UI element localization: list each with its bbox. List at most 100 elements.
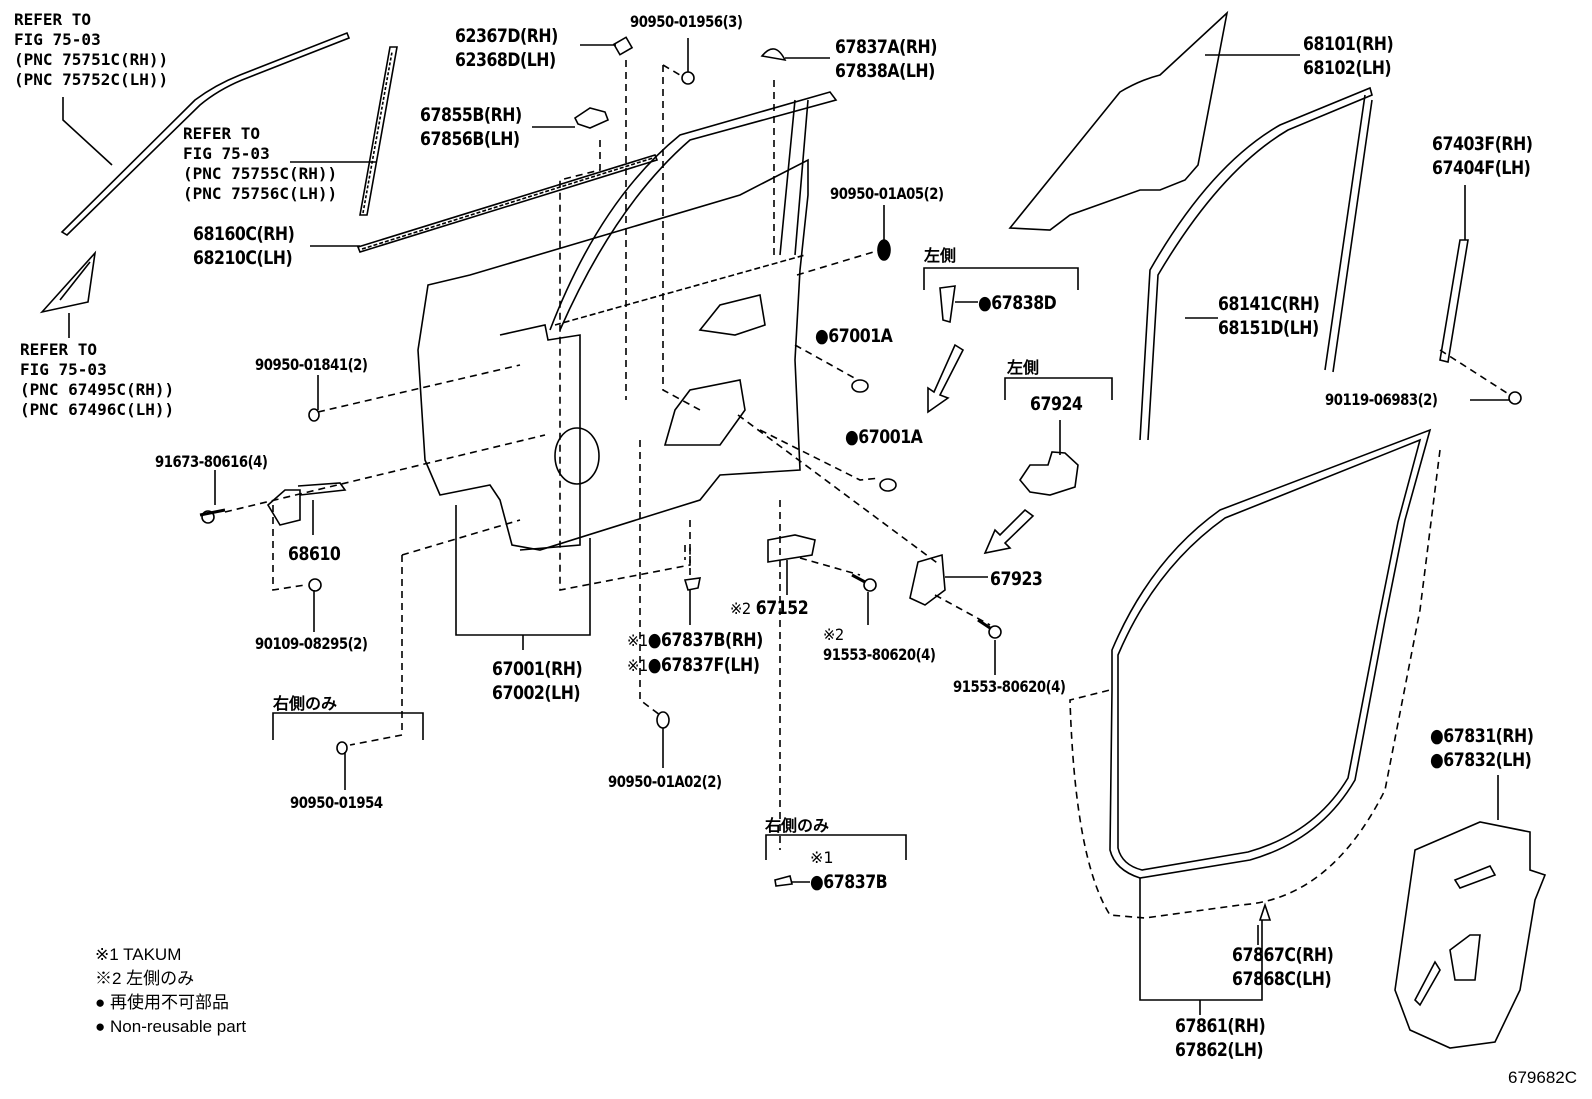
part-label-68101[interactable]: 68101(RH) 68102(LH) xyxy=(1303,32,1394,80)
refer-note-line: (PNC 75751C(RH)) xyxy=(14,50,169,69)
part-label-67837B[interactable]: ※167837B(RH) ※167837F(LH) xyxy=(627,628,763,678)
upper-moulding xyxy=(60,31,351,237)
part-number-rh: 67403F(RH) xyxy=(1432,133,1533,155)
part-number-rh: 68160C(RH) xyxy=(193,223,295,245)
direction-arrow xyxy=(983,508,1035,555)
refer-note-mirror-corner: REFER TO FIG 75-03 (PNC 67495C(RH)) (PNC… xyxy=(20,340,174,420)
part-number: 67001A xyxy=(828,325,893,347)
bracket-67924 xyxy=(1019,451,1079,496)
scuff-plate xyxy=(1394,775,1547,1049)
refer-note-line: (PNC 67495C(RH)) xyxy=(20,380,175,399)
door-glass xyxy=(1008,10,1229,231)
part-label-90950-01A02[interactable]: 90950-01A02(2) xyxy=(608,772,722,791)
part-number-lh: 67837F(LH) xyxy=(661,654,760,676)
refer-note-line: REFER TO xyxy=(183,124,261,143)
part-number-lh: 67856B(LH) xyxy=(420,128,520,150)
part-label-90109-08295[interactable]: 90109-08295(2) xyxy=(255,634,368,653)
leader-line xyxy=(62,97,113,166)
part-number-rh: 68141C(RH) xyxy=(1218,293,1320,315)
part-label-67403F[interactable]: 67403F(RH) 67404F(LH) xyxy=(1432,132,1533,180)
refer-note-line: REFER TO xyxy=(14,10,92,29)
part-label-90950-01954[interactable]: 90950-01954 xyxy=(290,793,383,812)
part-label-90950-01A05[interactable]: 90950-01A05(2) xyxy=(830,184,944,203)
part-label-91553-80620-a[interactable]: ※2 91553-80620(4) xyxy=(823,625,936,665)
mirror-corner-piece xyxy=(39,250,97,338)
non-reusable-icon xyxy=(978,292,991,314)
part-label-67855B[interactable]: 67855B(RH) 67856B(LH) xyxy=(420,103,522,151)
right-side-only-tag: 右側のみ xyxy=(765,816,830,835)
part-label-62367D[interactable]: 62367D(RH) 62368D(LH) xyxy=(455,24,558,72)
part-number-rh: 67831(RH) xyxy=(1443,725,1534,747)
door-weatherstrip xyxy=(1069,428,1441,1001)
part-number-rh: 68101(RH) xyxy=(1303,33,1394,55)
refer-note-line: FIG 75-03 xyxy=(20,360,107,379)
refer-note-line: (PNC 75752C(LH)) xyxy=(14,70,169,89)
part-label-91673-80616[interactable]: 91673-80616(4) xyxy=(155,452,268,471)
side-brackets xyxy=(272,267,1113,860)
leader-lines xyxy=(214,38,1510,1015)
refer-note-line: REFER TO xyxy=(20,340,98,359)
part-label-67001[interactable]: 67001(RH) 67002(LH) xyxy=(492,657,583,705)
part-label-68141C[interactable]: 68141C(RH) 68151D(LH) xyxy=(1218,292,1320,340)
part-label-68160C[interactable]: 68160C(RH) 68210C(LH) xyxy=(193,222,295,270)
part-number-rh: 67837A(RH) xyxy=(835,36,937,58)
non-reusable-icon xyxy=(810,871,823,893)
refer-note-pillar-garnish: REFER TO FIG 75-03 (PNC 75755C(RH)) (PNC… xyxy=(183,124,337,204)
belt-moulding xyxy=(356,154,659,253)
part-number-rh: 67001(RH) xyxy=(492,658,583,680)
diagram-code: 679682C xyxy=(1508,1068,1578,1087)
part-label-67001A-lower[interactable]: 67001A xyxy=(845,425,923,449)
non-reusable-icon xyxy=(648,629,661,651)
non-reusable-icon xyxy=(845,426,858,448)
part-number-lh: 67862(LH) xyxy=(1175,1039,1264,1061)
direction-arrow xyxy=(927,343,965,414)
refer-note-line: (PNC 75756C(LH)) xyxy=(183,184,338,203)
legend-item-left-side-only: ※2 左側のみ xyxy=(95,969,195,988)
part-label-90950-01841[interactable]: 90950-01841(2) xyxy=(255,355,368,374)
part-label-67838D[interactable]: 67838D xyxy=(978,291,1057,315)
note-marker: ※1 xyxy=(627,656,648,675)
legend-item-non-reusable-jp: 再使用不可部品 xyxy=(95,991,246,1015)
part-label-67831[interactable]: 67831(RH) 67832(LH) xyxy=(1430,724,1534,772)
part-label-67923[interactable]: 67923 xyxy=(990,568,1043,590)
refer-note-line: FIG 75-03 xyxy=(183,144,270,163)
part-number-lh: 67838A(LH) xyxy=(835,60,935,82)
division-bar xyxy=(1439,239,1469,363)
part-label-67152[interactable]: ※2 67152 xyxy=(730,596,809,621)
assembly-lines xyxy=(224,60,1511,850)
non-reusable-icon xyxy=(1430,749,1443,771)
part-number-lh: 67868C(LH) xyxy=(1232,968,1332,990)
part-label-91553-80620-b[interactable]: 91553-80620(4) xyxy=(953,677,1066,696)
part-label-67001A-upper[interactable]: 67001A xyxy=(815,324,893,348)
non-reusable-icon xyxy=(815,325,828,347)
legend-item-takum: ※1 TAKUM xyxy=(95,945,182,964)
part-label-67837A[interactable]: 67837A(RH) 67838A(LH) xyxy=(835,35,937,83)
part-label-90119-06983[interactable]: 90119-06983(2) xyxy=(1325,390,1438,409)
part-number: 67837B xyxy=(823,871,888,893)
part-label-67837B-rh-only[interactable]: 67837B xyxy=(810,870,888,894)
left-side-tag: 左側 xyxy=(1007,358,1040,377)
part-label-90950-01956[interactable]: 90950-01956(3) xyxy=(630,12,743,31)
part-label-67924[interactable]: 67924 xyxy=(1030,393,1083,415)
right-side-only-tag: 右側のみ xyxy=(273,694,338,713)
non-reusable-icon xyxy=(648,654,661,676)
legend-text: Non-reusable part xyxy=(110,1017,247,1036)
door-panel xyxy=(417,91,838,551)
glass-run-channel xyxy=(1139,86,1373,441)
part-number-lh: 68151D(LH) xyxy=(1218,317,1319,339)
part-label-68610[interactable]: 68610 xyxy=(288,543,341,565)
non-reusable-icon xyxy=(1430,725,1443,747)
non-reusable-icon xyxy=(95,993,105,1012)
refer-note-line: (PNC 75755C(RH)) xyxy=(183,164,338,183)
part-number: 67001A xyxy=(858,426,923,448)
refer-note-line: (PNC 67496C(LH)) xyxy=(20,400,175,419)
part-number-rh: 67861(RH) xyxy=(1175,1015,1266,1037)
part-number: 67152 xyxy=(755,597,809,619)
part-label-67867C[interactable]: 67867C(RH) 67868C(LH) xyxy=(1232,943,1334,991)
part-number-lh: 62368D(LH) xyxy=(455,49,556,71)
part-number-lh: 67002(LH) xyxy=(492,682,581,704)
part-number-rh: 67867C(RH) xyxy=(1232,944,1334,966)
note-marker: ※1 xyxy=(810,848,834,867)
part-label-67861[interactable]: 67861(RH) 67862(LH) xyxy=(1175,1014,1266,1062)
